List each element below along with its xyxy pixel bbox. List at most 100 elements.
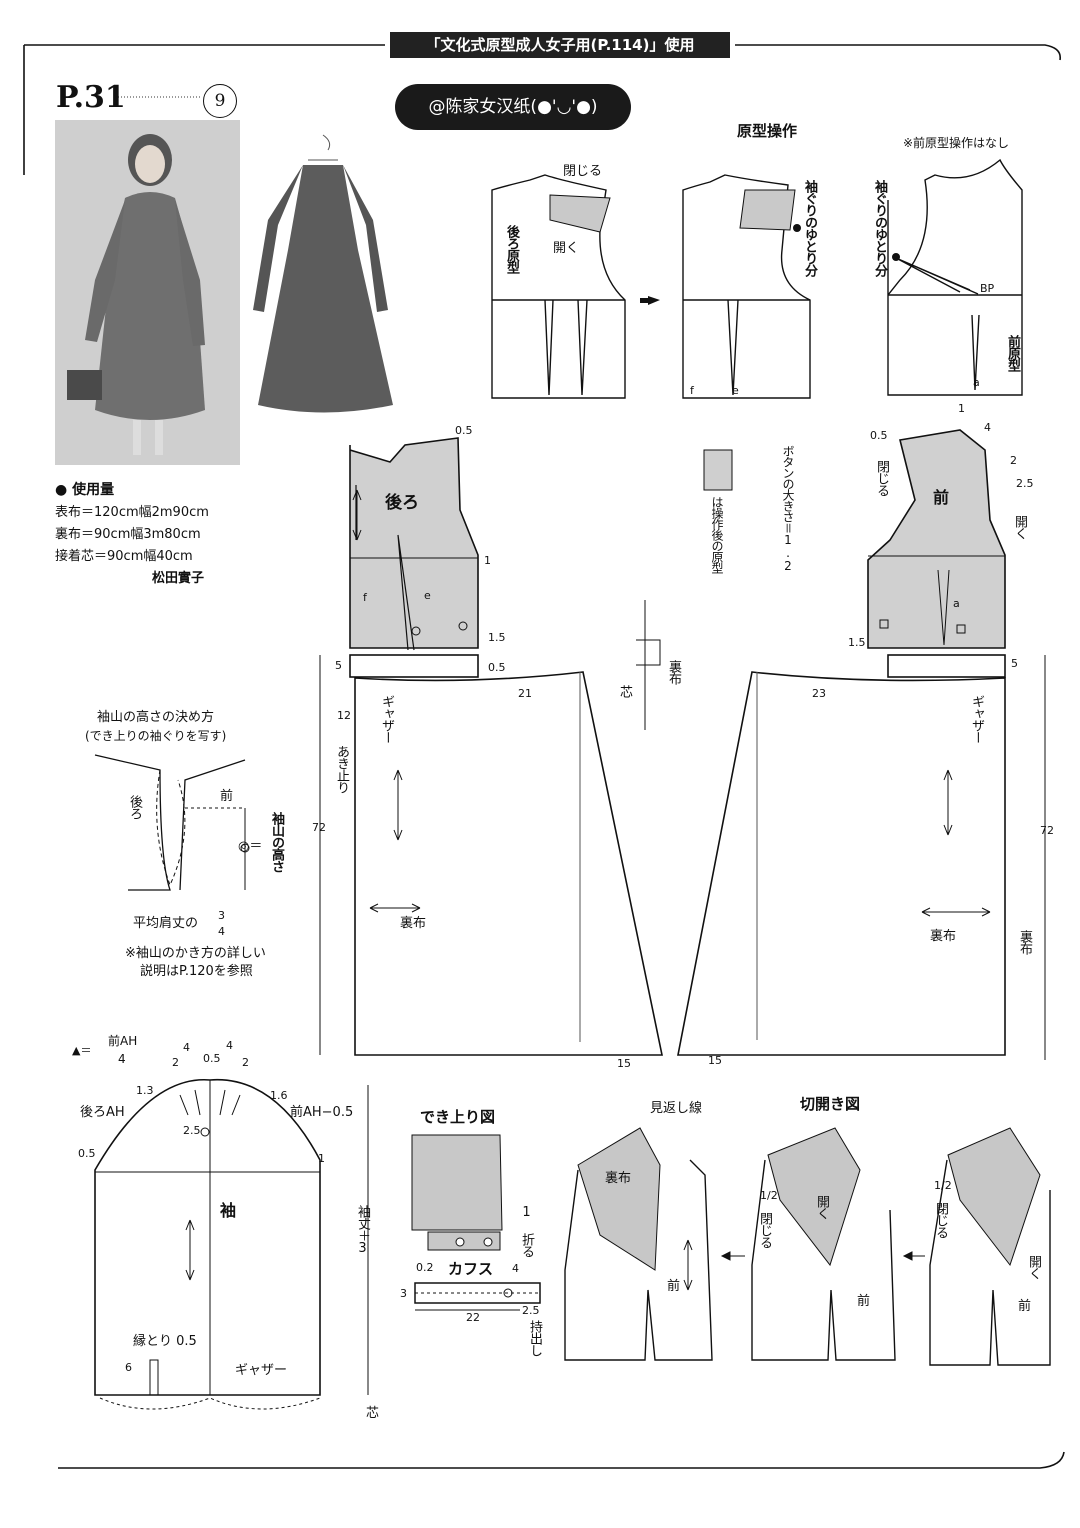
measurement: 22: [466, 1311, 480, 1324]
sleeve-mark: ▲＝: [72, 1044, 92, 1057]
cap-height-label: 袖山の高さ: [269, 812, 284, 872]
material-line: 表布＝120cm幅2m90cm: [55, 505, 209, 520]
header-banner: 「文化式原型成人女子用(P.114)」使用: [390, 32, 730, 58]
half-close-label: 閉じる: [757, 1212, 772, 1248]
measurement: 15: [708, 1054, 722, 1067]
avg-shoulder-label: 平均肩丈の: [133, 916, 199, 931]
model-photo: [55, 120, 240, 465]
measurement: 2.5: [183, 1124, 201, 1137]
open-label: 開く: [1012, 515, 1027, 539]
open-label: 開く: [814, 1195, 829, 1219]
measurement: 0.5: [488, 661, 506, 674]
measurement: 4: [512, 1262, 519, 1275]
cuff-title: カフス: [448, 1260, 494, 1278]
front-label: 前: [857, 1294, 871, 1309]
open-label: 開く: [1026, 1255, 1041, 1279]
measurement: 4: [183, 1041, 190, 1054]
fraction-numerator: 3: [218, 909, 225, 922]
block-manip-title: 原型操作: [737, 122, 798, 140]
measurement: 2: [172, 1056, 179, 1069]
measurement: 12: [337, 709, 351, 722]
measurement: 21: [518, 687, 532, 700]
front-label: 前: [220, 789, 234, 804]
gather-label: ギャザー: [969, 695, 984, 743]
gather-label: ギャザー: [235, 1363, 288, 1378]
slash-title: 切開き図: [800, 1095, 861, 1113]
measurement: 5: [335, 659, 342, 672]
measurement: 2: [1010, 454, 1017, 467]
lining-label: 裏布: [605, 1171, 632, 1186]
measurement: 1: [318, 1152, 325, 1165]
back-ah-label: 後ろAH: [80, 1105, 125, 1120]
sleeve-label: 袖: [220, 1201, 237, 1220]
e-label: e: [732, 384, 739, 397]
measurement: 6: [125, 1361, 132, 1374]
material-line: 接着芯＝90cm幅40cm: [55, 549, 193, 564]
back-piece-label: 後ろ: [385, 493, 419, 513]
measurement: 5: [1011, 657, 1018, 670]
gather-label: ギャザー: [379, 695, 394, 743]
a-label: a: [973, 376, 980, 389]
lining-label: 裏布: [666, 660, 681, 684]
dress-photo: [248, 130, 398, 415]
measurement: 0.5: [870, 429, 888, 442]
measurement: 2.5: [522, 1304, 540, 1317]
measurement: 2.5: [1016, 477, 1034, 490]
materials-title: ● 使用量: [55, 482, 115, 498]
front-piece-label: 前: [933, 488, 950, 507]
back-block-label: 後ろ原型: [504, 225, 519, 273]
ease-label: 袖ぐりのゆとり分: [872, 180, 887, 276]
e-label: e: [424, 589, 431, 602]
watermark-label: @陈家女汉纸(●'◡'●): [395, 84, 631, 130]
ease-label: 袖ぐりのゆとり分: [802, 180, 817, 276]
measurement: 4: [226, 1039, 233, 1052]
bp-label: BP: [980, 282, 995, 295]
interfacing-label: 芯: [617, 685, 632, 697]
lining-label: 裏布: [1017, 930, 1032, 954]
f-label: f: [690, 384, 694, 397]
legend-label: は操作後の原型: [710, 496, 724, 573]
finished-title: でき上り図: [420, 1108, 496, 1126]
measurement: 15: [617, 1057, 631, 1070]
designer-name: 松田實子: [152, 571, 205, 586]
measurement: 1.5: [488, 631, 506, 644]
measurement: 4: [984, 421, 991, 434]
formula-denominator: 4: [118, 1052, 126, 1066]
front-label: 前: [667, 1279, 681, 1294]
measurement: 0.5: [78, 1147, 96, 1160]
open-label: 開く: [553, 241, 580, 256]
half-close-label: 閉じる: [933, 1202, 948, 1238]
model-figure: [67, 134, 205, 455]
measurement: 3: [400, 1287, 407, 1300]
measurement: 0.5: [203, 1052, 221, 1065]
f-label: f: [363, 591, 367, 604]
opening-label: あき止り: [334, 745, 349, 793]
formula-numerator: 前AH: [108, 1034, 138, 1048]
back-label: 後ろ: [127, 795, 142, 819]
page-number: P.31: [56, 80, 126, 115]
note-subtitle: (でき上りの袖ぐりを写す): [85, 729, 227, 743]
close-label: 閉じる: [874, 460, 889, 496]
dress-figure: [253, 134, 393, 413]
front-ah-label: 前AH−0.5: [290, 1105, 354, 1120]
measurement: 0.2: [416, 1261, 434, 1274]
measurement: 72: [1040, 824, 1054, 837]
marker-eq: ◎＝: [238, 839, 263, 854]
binding-label: 縁とり 0.5: [133, 1334, 197, 1349]
fraction-label: 1/2: [760, 1189, 778, 1202]
fold-label: 1 折る: [519, 1205, 534, 1257]
fraction-denominator: 4: [218, 925, 225, 938]
measurement: 1: [958, 402, 965, 415]
measurement: 1: [484, 554, 491, 567]
facing-line-label: 見返し線: [650, 1101, 703, 1116]
lining-label: 裏布: [400, 916, 427, 931]
a-label: a: [953, 597, 960, 610]
note-ref: 説明はP.120を参照: [140, 964, 253, 979]
measurement: 1.6: [270, 1089, 288, 1102]
